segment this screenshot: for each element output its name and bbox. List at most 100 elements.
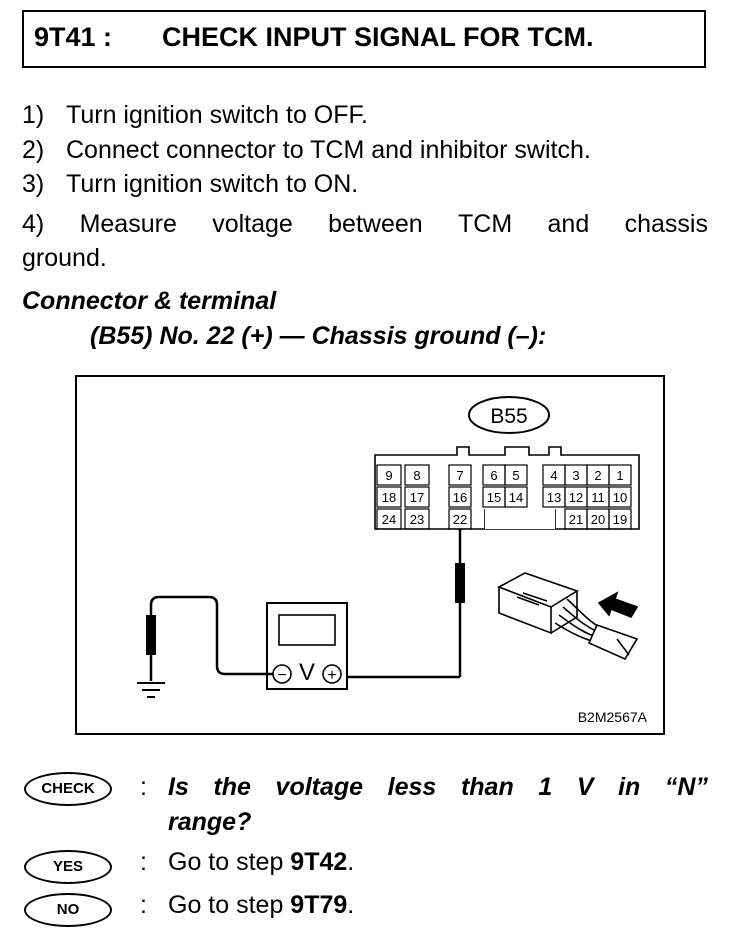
yes-action: Go to step 9T42.	[168, 848, 354, 877]
connector-pin-label: 2	[594, 468, 601, 483]
step-number: 4)	[22, 210, 45, 238]
figure-code: B2M2567A	[578, 709, 648, 725]
connector-pin	[504, 464, 528, 486]
question-word: “N”	[664, 773, 708, 801]
meter-v-label: V	[299, 659, 315, 686]
connector-pin-label: 23	[410, 512, 424, 527]
connector-pin-label: 3	[572, 468, 579, 483]
connector-label: B55	[490, 405, 527, 428]
negative-probe	[146, 615, 156, 655]
question-word: V	[576, 773, 594, 801]
question-word: Is	[168, 773, 189, 801]
step-word: between	[328, 210, 423, 238]
meter-minus-sign: −	[277, 667, 286, 684]
connector-pin-label: 16	[453, 490, 467, 505]
question-word: voltage	[275, 773, 364, 801]
step-word: voltage	[212, 210, 293, 238]
question-word: 1	[538, 773, 553, 801]
step-text: Turn ignition switch to OFF.	[66, 101, 368, 129]
connector-pin-label: 11	[591, 490, 605, 505]
meter-plus-sign: +	[327, 667, 336, 684]
connector-pin	[376, 486, 402, 508]
step-number: 2)	[22, 136, 45, 164]
connector-pin	[404, 486, 430, 508]
question-word: than	[460, 773, 514, 801]
step-4-line-2: ground.	[22, 244, 107, 272]
connector-pin	[376, 508, 402, 530]
connector-pin-label: 7	[456, 468, 463, 483]
connector-pin-label: 14	[509, 490, 523, 505]
connector-pin	[448, 486, 472, 508]
no-action: Go to step 9T79.	[168, 891, 354, 920]
connector-pin	[448, 464, 472, 486]
step-word: chassis	[624, 210, 708, 238]
connector-illustration-icon	[497, 572, 639, 661]
yes-label: YES	[52, 858, 83, 875]
yes-badge: YES	[24, 850, 112, 884]
connector-heading: Connector & terminal	[22, 287, 277, 315]
ground-symbol	[137, 682, 165, 698]
step-number: 1)	[22, 101, 45, 129]
no-label: NO	[56, 901, 80, 918]
no-badge: NO	[24, 893, 112, 927]
step-4-line-1: 4) Measure voltage between TCM and chass…	[22, 207, 708, 241]
connector-pin-label: 10	[613, 490, 627, 505]
connector-body	[374, 446, 640, 530]
yes-suffix: .	[347, 848, 355, 876]
no-suffix: .	[347, 891, 355, 919]
connector-pin	[376, 464, 402, 486]
connector-pin-label: 9	[385, 468, 392, 483]
connector-pin-label: 12	[569, 490, 583, 505]
check-label: CHECK	[41, 780, 95, 797]
connector-pin-label: 19	[613, 512, 627, 527]
meter-plus-terminal	[322, 664, 342, 684]
separator: :	[140, 848, 147, 876]
no-prefix: Go to step	[168, 891, 291, 919]
connector-pin-label: 18	[382, 490, 396, 505]
step-word: and	[547, 210, 590, 238]
separator: :	[140, 891, 147, 919]
separator: :	[140, 773, 147, 801]
page-title: CHECK INPUT SIGNAL FOR TCM.	[162, 22, 594, 52]
connector-pin	[608, 464, 632, 486]
instruction-step-4: 4) Measure voltage between TCM and chass…	[22, 207, 708, 275]
positive-lead	[339, 529, 462, 679]
connector-pin-label: 4	[550, 468, 557, 483]
question-word: less	[387, 773, 437, 801]
title-box: 9T41 : CHECK INPUT SIGNAL FOR TCM.	[22, 10, 706, 68]
connector-label-oval	[468, 396, 550, 434]
connector-pin	[404, 464, 430, 486]
connector-pin-label: 1	[616, 468, 623, 483]
instruction-step-2: 2) Connect connector to TCM and inhibitor…	[22, 136, 591, 165]
connector-spec: (B55) No. 22 (+) — Chassis ground (–):	[90, 322, 547, 350]
question-word: in	[618, 773, 641, 801]
yes-prefix: Go to step	[168, 848, 291, 876]
connector-pin	[404, 508, 430, 530]
check-question-line-2: range?	[168, 808, 252, 836]
step-text: Turn ignition switch to ON.	[66, 170, 359, 198]
no-step-link[interactable]: 9T79	[290, 891, 348, 919]
instruction-step-1: 1) Turn ignition switch to OFF.	[22, 101, 368, 130]
instruction-step-3: 3) Turn ignition switch to ON.	[22, 170, 358, 199]
yes-step-link[interactable]: 9T42	[290, 848, 348, 876]
step-number: 3)	[22, 170, 45, 198]
step-word: Measure	[79, 210, 177, 238]
voltmeter: V − +	[266, 602, 348, 690]
positive-probe	[455, 563, 465, 603]
connector-pin-label: 21	[569, 512, 583, 527]
check-question-line-1: Is the voltage less than 1 V in “N”	[168, 773, 708, 802]
connector-pin-label: 20	[591, 512, 605, 527]
connector-pin-label: 5	[512, 468, 519, 483]
step-word: TCM	[458, 210, 513, 238]
connector-pin	[504, 486, 528, 508]
connector-pin-label: 15	[487, 490, 501, 505]
connector-pin-label: 17	[410, 490, 424, 505]
step-text: Connect connector to TCM and inhibitor s…	[66, 136, 591, 164]
connector-pin-label: 6	[490, 468, 497, 483]
check-badge: CHECK	[24, 772, 112, 806]
connector-pin	[608, 508, 632, 530]
connector-pin	[608, 486, 632, 508]
